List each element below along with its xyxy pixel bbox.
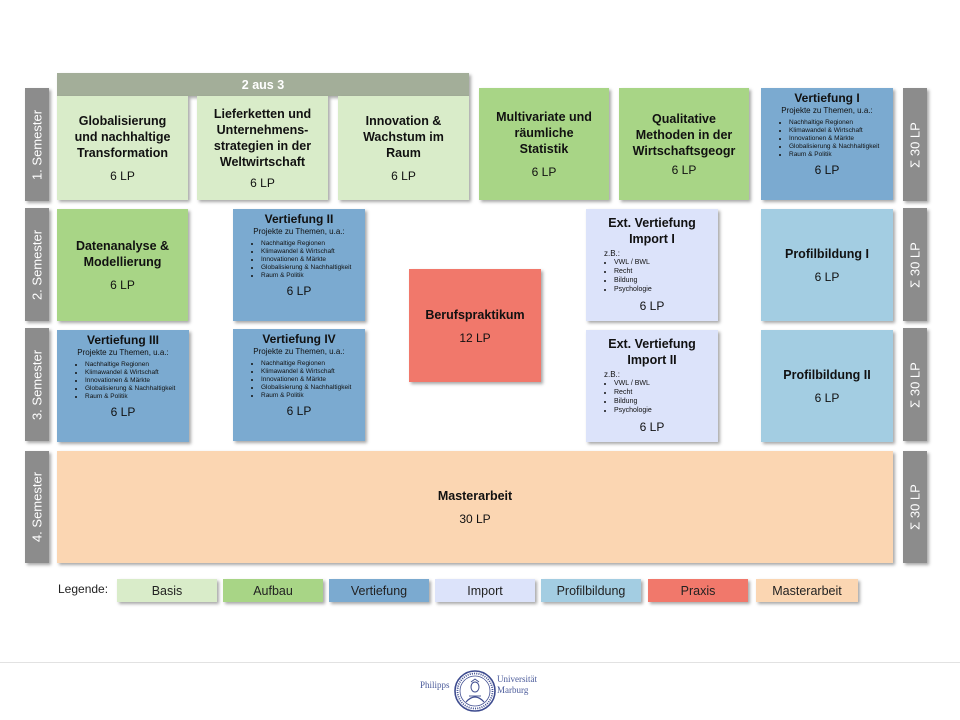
topic-list: Nachhaltige Regionen Klimawandel & Wirts… xyxy=(233,360,365,400)
legend-item-profilbildung: Profilbildung xyxy=(541,579,641,602)
topic-list: VWL / BWL Recht Bildung Psychologie xyxy=(586,379,718,415)
module-credits: 6 LP xyxy=(814,270,840,284)
module-credits: 6 LP xyxy=(639,420,665,434)
module-qualitative: Qualitative Methoden in der Wirtschaftsg… xyxy=(619,88,749,200)
module-innovation: Innovation & Wachstum im Raum 6 LP xyxy=(338,96,469,200)
module-import-1: Ext. Vertiefung Import I z.B.: VWL / BWL… xyxy=(586,209,718,321)
semester-label-2: 2. Semester xyxy=(25,208,49,321)
module-subtitle: Projekte zu Themen, u.a.: xyxy=(253,227,345,236)
legend-item-masterarbeit: Masterarbeit xyxy=(756,579,858,602)
module-title: Berufspraktikum xyxy=(425,307,525,322)
legend-item-vertiefung: Vertiefung xyxy=(329,579,429,602)
semester-sum-4: Σ 30 LP xyxy=(903,451,927,563)
module-vertiefung-4: Vertiefung IV Projekte zu Themen, u.a.: … xyxy=(233,329,365,441)
footer-divider xyxy=(0,662,960,663)
module-credits: 6 LP xyxy=(110,278,135,292)
module-title: Datenanalyse & Modellierung xyxy=(75,239,170,269)
module-profilbildung-1: Profilbildung I 6 LP xyxy=(761,209,893,321)
module-profilbildung-2: Profilbildung II 6 LP xyxy=(761,330,893,442)
module-credits: 6 LP xyxy=(391,169,416,183)
module-masterarbeit: Masterarbeit 30 LP xyxy=(57,451,893,563)
university-seal-icon xyxy=(454,670,496,712)
module-vertiefung-2: Vertiefung II Projekte zu Themen, u.a.: … xyxy=(233,209,365,321)
module-credits: 6 LP xyxy=(639,299,665,313)
module-credits: 6 LP xyxy=(531,165,557,179)
legend-item-import: Import xyxy=(435,579,535,602)
module-credits: 6 LP xyxy=(286,284,312,298)
module-berufspraktikum: Berufspraktikum 12 LP xyxy=(409,269,541,382)
module-multivariate: Multivariate und räumliche Statistik 6 L… xyxy=(479,88,609,200)
module-title: Multivariate und räumliche Statistik xyxy=(496,110,592,156)
module-credits: 6 LP xyxy=(814,163,840,177)
module-credits: 6 LP xyxy=(814,391,840,405)
semester-sum-3: Σ 30 LP xyxy=(903,328,927,441)
module-title: Globalisierung und nachhaltige Transform… xyxy=(74,114,171,160)
module-credits: 6 LP xyxy=(286,404,312,418)
module-title: Masterarbeit xyxy=(437,489,513,503)
module-credits: 6 LP xyxy=(250,176,275,190)
module-title: Innovation & Wachstum im Raum xyxy=(363,114,444,160)
legend-label: Legende: xyxy=(58,582,109,596)
module-title: Lieferketten und Unternehmens-strategien… xyxy=(213,107,312,169)
choice-banner-label: 2 aus 3 xyxy=(241,77,285,92)
module-title: Ext. Vertiefung Import I xyxy=(608,216,696,246)
module-title: Qualitative Methoden in der Wirtschaftsg… xyxy=(632,112,736,158)
semester-label-3: 3. Semester xyxy=(25,328,49,441)
module-title: Vertiefung IV xyxy=(262,332,336,346)
module-subtitle: z.B.: xyxy=(604,370,621,379)
logo-text-marburg: Marburg xyxy=(497,685,529,695)
module-title: Vertiefung I xyxy=(794,91,860,105)
module-title: Profilbildung I xyxy=(784,247,869,261)
module-globalisierung: Globalisierung und nachhaltige Transform… xyxy=(57,96,188,200)
semester-sum-2: Σ 30 LP xyxy=(903,208,927,321)
legend-item-basis: Basis xyxy=(117,579,217,602)
module-credits: 12 LP xyxy=(459,330,491,345)
module-subtitle: Projekte zu Themen, u.a.: xyxy=(77,348,169,357)
module-lieferketten: Lieferketten und Unternehmens-strategien… xyxy=(197,96,328,200)
semester-label-4: 4. Semester xyxy=(25,451,49,563)
logo-text-universitaet: Universität xyxy=(497,674,537,684)
module-title: Ext. Vertiefung Import II xyxy=(608,337,696,367)
module-subtitle: Projekte zu Themen, u.a.: xyxy=(253,347,345,356)
legend-item-aufbau: Aufbau xyxy=(223,579,323,602)
module-title: Vertiefung III xyxy=(86,333,159,347)
topic-list: Nachhaltige Regionen Klimawandel & Wirts… xyxy=(233,240,365,280)
topic-list: Nachhaltige Regionen Klimawandel & Wirts… xyxy=(57,361,189,401)
module-credits: 6 LP xyxy=(671,163,697,177)
module-datenanalyse: Datenanalyse & Modellierung 6 LP xyxy=(57,209,188,321)
topic-list: VWL / BWL Recht Bildung Psychologie xyxy=(586,258,718,294)
legend-item-praxis: Praxis xyxy=(648,579,748,602)
choice-banner: 2 aus 3 xyxy=(57,73,469,96)
logo-text-philipps: Philipps xyxy=(420,680,450,690)
module-credits: 6 LP xyxy=(110,405,136,419)
topic-list: Nachhaltige Regionen Klimawandel & Wirts… xyxy=(761,119,893,159)
module-import-2: Ext. Vertiefung Import II z.B.: VWL / BW… xyxy=(586,330,718,442)
module-vertiefung-1: Vertiefung I Projekte zu Themen, u.a.: N… xyxy=(761,88,893,200)
university-logo: Philipps Universität Marburg xyxy=(420,668,540,714)
semester-sum-1: Σ 30 LP xyxy=(903,88,927,201)
module-credits: 6 LP xyxy=(110,169,135,183)
module-title: Vertiefung II xyxy=(264,212,334,226)
module-subtitle: Projekte zu Themen, u.a.: xyxy=(781,106,873,115)
module-vertiefung-3: Vertiefung III Projekte zu Themen, u.a.:… xyxy=(57,330,189,442)
module-title: Profilbildung II xyxy=(783,368,871,382)
module-credits: 30 LP xyxy=(459,512,491,526)
module-subtitle: z.B.: xyxy=(604,249,621,258)
semester-label-1: 1. Semester xyxy=(25,88,49,201)
